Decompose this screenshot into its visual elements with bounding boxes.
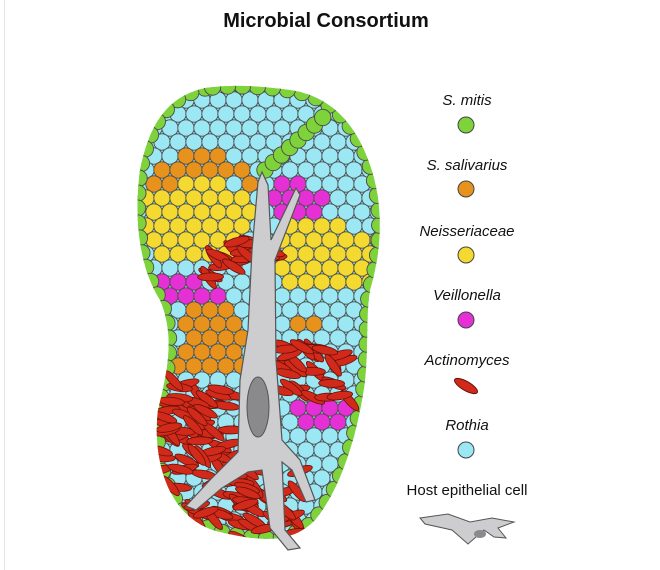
bacterium-s-mitis xyxy=(331,106,350,124)
bacterium-s-mitis xyxy=(218,85,237,95)
bacterium-actinomyces xyxy=(222,258,246,275)
bacterium-actinomyces xyxy=(223,236,250,248)
bacterium-s-mitis xyxy=(141,126,160,144)
bacterium-s-mitis xyxy=(368,186,380,204)
bacterium-s-mitis xyxy=(371,216,380,234)
bacterium-s-mitis xyxy=(370,231,380,249)
bacterium-s-mitis xyxy=(358,335,376,353)
bacterium-s-mitis xyxy=(314,108,332,127)
legend-marker-s-mitis xyxy=(457,116,475,134)
legend-marker-s-salivarius xyxy=(457,180,475,198)
bacterium-s-mitis xyxy=(370,201,380,219)
bacterium-s-mitis xyxy=(157,100,175,119)
host-cell-body xyxy=(184,170,316,551)
bacterium-s-mitis xyxy=(137,154,151,173)
bacterium-actinomyces xyxy=(232,498,259,511)
bacterium-s-mitis xyxy=(248,85,267,96)
bacterium-s-mitis xyxy=(331,467,350,485)
bacterium-s-mitis xyxy=(349,409,367,428)
bacterium-s-mitis xyxy=(357,350,376,368)
bacterium-s-mitis xyxy=(137,199,147,217)
bacterium-actinomyces xyxy=(207,384,234,395)
legend-marker-actinomyces xyxy=(454,377,478,395)
legend-label-neisseriaceae: Neisseriaceae xyxy=(419,223,515,240)
bacterium-actinomyces xyxy=(326,390,354,401)
bacterium-s-mitis xyxy=(233,85,252,95)
bacterium-s-mitis xyxy=(360,290,378,308)
bacterium-actinomyces xyxy=(324,354,342,377)
bacterium-s-mitis xyxy=(337,453,355,471)
left-border xyxy=(4,0,5,570)
legend-marker-rothia xyxy=(457,441,475,459)
legend-marker-host-cell xyxy=(419,513,516,545)
legend-marker-neisseriaceae xyxy=(457,246,475,264)
bacterium-s-mitis xyxy=(355,380,373,398)
bacterium-s-mitis xyxy=(137,244,151,262)
legend-label-veillonella: Veillonella xyxy=(433,287,501,304)
bacterium-s-mitis xyxy=(137,140,154,158)
bacterium-s-mitis xyxy=(368,246,380,264)
bacterium-s-mitis xyxy=(362,275,380,294)
legend-label-host-cell: Host epithelial cell xyxy=(406,482,528,499)
page-title: Microbial Consortium xyxy=(223,10,429,32)
bacterium-actinomyces xyxy=(318,378,346,388)
bacterium-s-mitis xyxy=(359,305,377,323)
legend-marker-veillonella xyxy=(457,311,475,329)
legend-label-s-mitis: S. mitis xyxy=(442,92,492,109)
bacterium-actinomyces xyxy=(186,406,208,427)
legend-label-actinomyces: Actinomyces xyxy=(424,352,510,369)
bacterium-s-mitis xyxy=(158,314,176,332)
bacterium-s-mitis xyxy=(342,438,360,457)
bacterium-actinomyces xyxy=(289,339,314,355)
bacterium-actinomyces xyxy=(183,415,203,436)
host-cell-nucleus xyxy=(246,376,270,438)
bacterium-s-mitis xyxy=(358,320,376,338)
bacterium-s-mitis xyxy=(325,480,344,498)
bacterium-s-mitis xyxy=(137,184,147,202)
bacterium-s-mitis xyxy=(318,493,336,512)
legend-host-cell-body xyxy=(419,513,516,545)
bacterium-s-mitis xyxy=(293,85,311,102)
bacterium-s-mitis xyxy=(263,85,282,97)
bacterium-s-mitis xyxy=(203,85,222,96)
legend xyxy=(419,116,516,545)
bacterium-actinomyces xyxy=(193,403,218,419)
bacterium-actinomyces xyxy=(235,486,261,500)
legend-label-s-salivarius: S. salivarius xyxy=(426,157,508,174)
bacterium-s-mitis xyxy=(159,329,178,347)
bacterium-actinomyces xyxy=(192,506,219,519)
bacterium-actinomyces xyxy=(186,436,214,446)
bacterium-s-mitis xyxy=(159,344,178,362)
bacterium-s-mitis xyxy=(366,261,380,279)
bacterium-s-mitis xyxy=(307,89,325,107)
legend-label-rothia: Rothia xyxy=(445,417,489,434)
bacterium-actinomyces xyxy=(197,272,224,282)
bacterium-s-mitis xyxy=(154,299,172,318)
bacterium-s-mitis xyxy=(148,112,166,131)
bacterium-actinomyces xyxy=(187,444,206,466)
bacterium-s-mitis xyxy=(137,229,149,247)
legend-host-cell-nucleus xyxy=(474,530,486,538)
bacterium-s-mitis xyxy=(356,365,375,383)
bacterium-actinomyces xyxy=(167,463,194,475)
bacterium-s-mitis xyxy=(365,171,380,190)
host-epithelial-cell xyxy=(184,170,316,551)
bacterium-s-mitis xyxy=(137,214,147,232)
bacterium-s-mitis xyxy=(137,169,148,187)
bacterium-s-mitis xyxy=(278,85,296,99)
bacterium-actinomyces xyxy=(311,344,339,356)
bacterium-s-mitis xyxy=(310,506,328,524)
bacterium-s-mitis xyxy=(346,424,364,442)
